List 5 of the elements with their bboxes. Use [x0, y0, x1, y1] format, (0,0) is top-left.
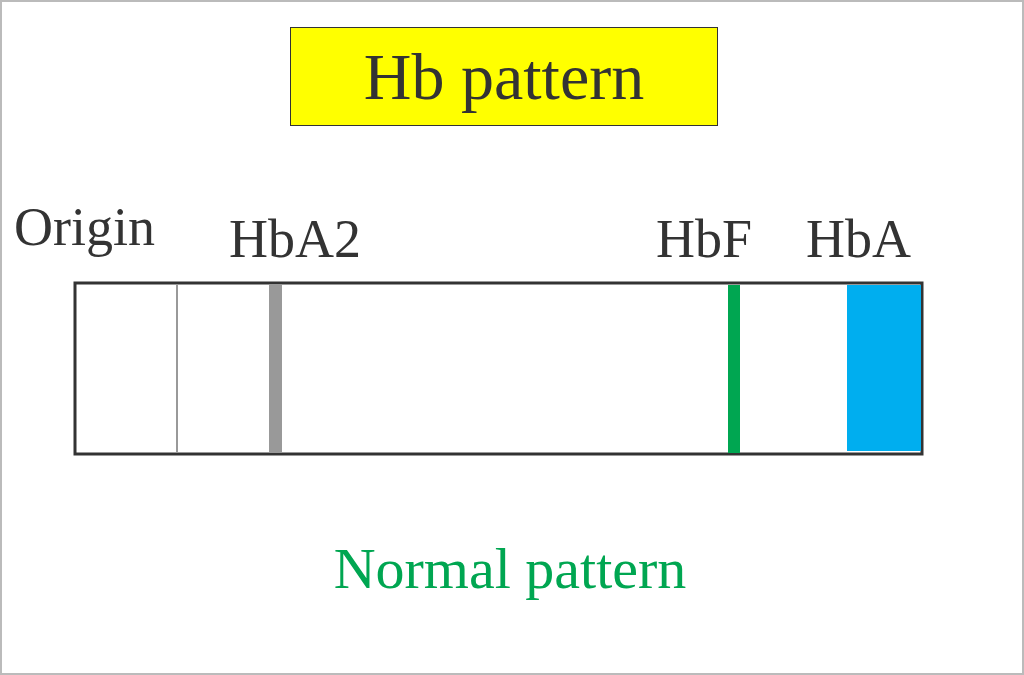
- band-label: HbA2: [229, 212, 361, 266]
- title: Hb pattern: [290, 27, 718, 126]
- band-label: HbF: [656, 212, 753, 266]
- caption: Normal pattern: [332, 540, 688, 598]
- band-label: HbA: [806, 212, 911, 266]
